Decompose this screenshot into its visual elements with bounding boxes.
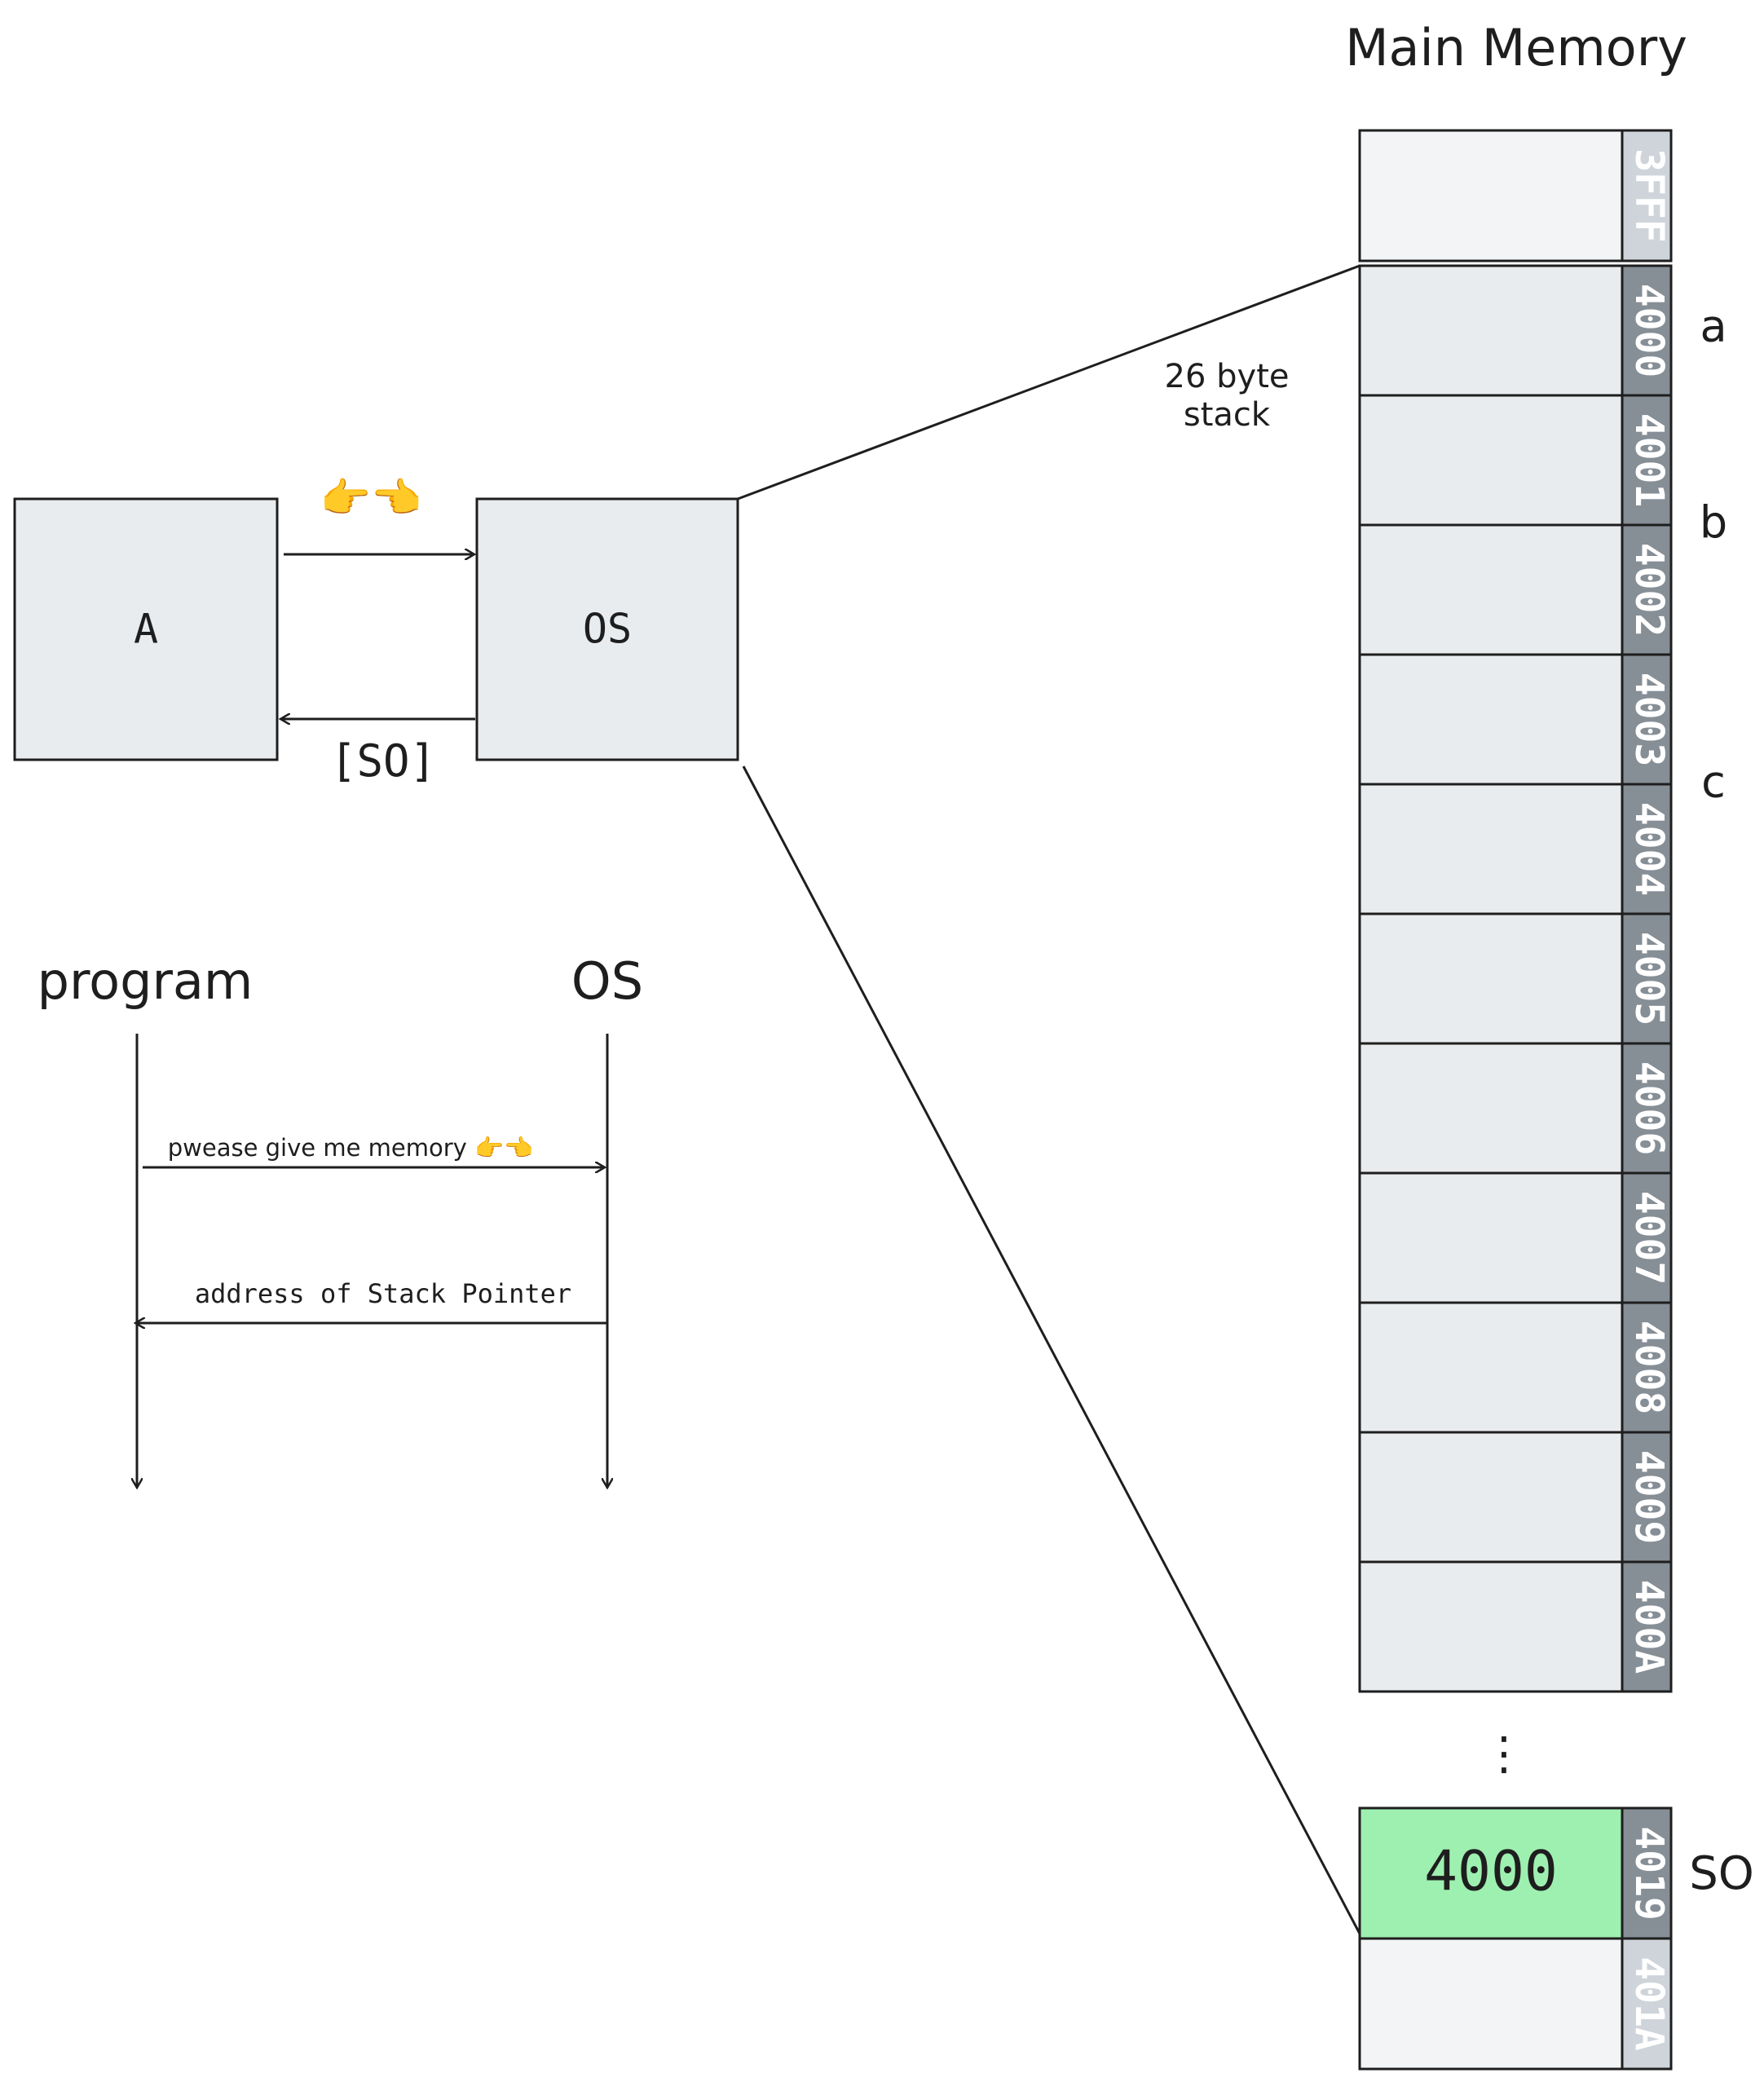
memory-cell-box: [1358, 912, 1624, 1045]
address-strip: [1621, 129, 1673, 262]
memory-cell-box: [1358, 783, 1624, 915]
zoom-line-top: [737, 264, 1360, 501]
address-label: 4008: [1626, 1321, 1672, 1415]
address-label: 3FFF: [1626, 148, 1672, 243]
address-strip: [1621, 1431, 1673, 1564]
variable-label-b: b: [1700, 497, 1727, 549]
address-label: 401A: [1626, 1956, 1672, 2051]
memory-cell-box: [1358, 129, 1624, 262]
memory-cell-box: [1358, 1171, 1624, 1304]
address-strip: [1621, 1301, 1673, 1434]
address-strip: [1621, 1560, 1673, 1693]
memory-cell-401a: 401A: [1358, 1937, 1673, 2071]
zoom-line-bottom: [742, 765, 1361, 1934]
memory-cell-4008: 4008: [1358, 1301, 1673, 1434]
memory-cell-4009: 4009: [1358, 1431, 1673, 1564]
block-os-box: [475, 497, 739, 761]
memory-cell-box: [1358, 394, 1624, 527]
address-label: 4007: [1626, 1191, 1672, 1286]
address-label: 4000: [1626, 284, 1672, 378]
address-label: 4019: [1626, 1826, 1672, 1921]
address-label: 4009: [1626, 1450, 1672, 1545]
memory-cell-box: [1358, 1042, 1624, 1175]
variable-label-a: a: [1700, 301, 1727, 352]
request-emoji: 👉👈: [320, 474, 422, 522]
response-message: address of Stack Pointer: [195, 1278, 571, 1309]
stack-size-note: 26 byte: [1165, 358, 1290, 395]
address-strip: [1621, 523, 1673, 656]
address-label: 4005: [1626, 932, 1672, 1026]
pointer-cell-label: SO: [1689, 1847, 1754, 1900]
address-label: 4004: [1626, 802, 1672, 897]
memory-cell-box: [1358, 1301, 1624, 1434]
memory-cell-4007: 4007: [1358, 1171, 1673, 1304]
address-strip: [1621, 1937, 1673, 2071]
address-label: 400A: [1626, 1580, 1672, 1674]
address-label: 4001: [1626, 413, 1672, 508]
pointer-cell-value: 4000: [1424, 1840, 1558, 1904]
memory-cell-box: [1358, 1937, 1624, 2071]
block-a: A: [13, 497, 279, 761]
address-label: 4003: [1626, 673, 1672, 767]
memory-cell-box: [1358, 653, 1624, 786]
return-label: [SO]: [330, 735, 436, 787]
memory-cell-4003: 4003: [1358, 653, 1673, 786]
request-message: pwease give me memory 👉👈: [168, 1134, 534, 1162]
address-label: 4006: [1626, 1061, 1672, 1156]
memory-cell-box: [1358, 523, 1624, 656]
stack-size-note-2: stack: [1184, 396, 1271, 434]
memory-cell-400a: 400A: [1358, 1560, 1673, 1693]
memory-cell-3fff: 3FFF: [1358, 129, 1673, 262]
variable-label-c: c: [1701, 756, 1726, 808]
stack-cells: 4000 4001 4002 4003 4004 4005 4006 4007 4008 4009…: [1358, 264, 1727, 1693]
actor-program: program: [37, 951, 254, 1011]
memory-cell-4006: 4006: [1358, 1042, 1673, 1175]
memory-cell-box: [1358, 264, 1624, 397]
address-label: 4002: [1626, 543, 1672, 637]
address-strip: [1621, 783, 1673, 915]
memory-cell-box: [1358, 1560, 1624, 1693]
block-os: OS: [475, 497, 739, 761]
memory-cell-4000: 4000: [1358, 264, 1673, 397]
actor-os: OS: [571, 951, 643, 1011]
address-strip: [1621, 1806, 1673, 1940]
block-a-label: A: [134, 606, 158, 653]
address-strip: [1621, 1042, 1673, 1175]
memory-cell-4005: 4005: [1358, 912, 1673, 1045]
memory-cell-box: [1358, 1431, 1624, 1564]
memory-title: Main Memory: [1345, 18, 1687, 77]
memory-cell-4019: 4000 4019 SO: [1358, 1806, 1754, 1940]
memory-cell-4004: 4004: [1358, 783, 1673, 915]
memory-cell-4002: 4002: [1358, 523, 1673, 656]
block-os-label: OS: [583, 606, 632, 653]
memory-ellipsis: ⋮: [1481, 1727, 1527, 1780]
block-a-box: [13, 497, 279, 761]
memory-cell-4001: 4001: [1358, 394, 1673, 527]
